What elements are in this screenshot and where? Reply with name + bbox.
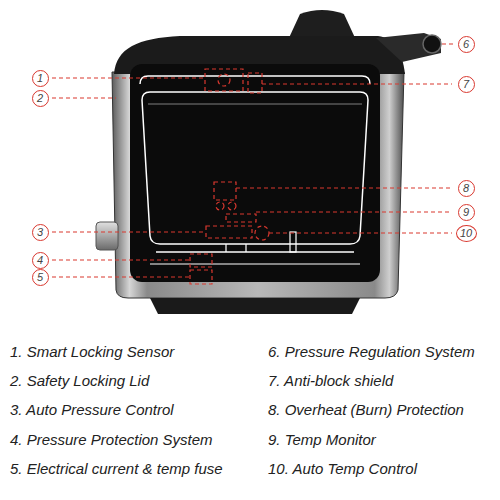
- callout-circle: 2: [32, 90, 49, 107]
- callout-number: 10: [460, 228, 472, 239]
- part-marker: [216, 202, 224, 210]
- leader-line: [52, 231, 206, 232]
- part-name: 10. Auto Temp Control: [268, 460, 417, 479]
- callout-circle: 7: [458, 76, 475, 93]
- callout-circle: 3: [32, 224, 49, 241]
- callout-number: 7: [463, 79, 469, 90]
- callout-number: 8: [463, 183, 469, 194]
- callout-number: 6: [463, 39, 469, 50]
- part-marker: [205, 69, 243, 91]
- cutaway-window: [130, 64, 380, 282]
- part-marker: [248, 73, 262, 93]
- callout-circle: 9: [458, 204, 475, 221]
- part-name: 3. Auto Pressure Control: [10, 401, 174, 420]
- callout-number: 9: [463, 207, 469, 218]
- callout-number: 5: [37, 272, 43, 283]
- part-marker: [214, 182, 236, 200]
- callout-circle: 8: [458, 180, 475, 197]
- part-name: 1. Smart Locking Sensor: [10, 343, 174, 362]
- part-marker: [228, 202, 236, 210]
- leader-line: [52, 97, 116, 98]
- part-name: 4. Pressure Protection System: [10, 431, 213, 450]
- part-marker: [190, 270, 212, 284]
- leader-line: [52, 77, 205, 78]
- callout-number: 2: [37, 93, 43, 104]
- leader-line: [442, 43, 453, 44]
- part-name: 5. Electrical current & temp fuse: [10, 460, 223, 479]
- leader-line: [269, 232, 452, 233]
- part-marker: [190, 254, 212, 267]
- callout-circle: 6: [458, 36, 475, 53]
- part-name: 9. Temp Monitor: [268, 431, 376, 450]
- callout-number: 4: [37, 255, 43, 266]
- lid-inner-line: [140, 76, 370, 84]
- inner-pot: [142, 92, 368, 244]
- leader-lines: [52, 44, 453, 277]
- part-name: 7. Anti-block shield: [268, 372, 393, 391]
- leader-line: [52, 276, 190, 277]
- callout-circle: 1: [32, 70, 49, 87]
- lid-handle: [288, 10, 356, 40]
- callout-circle: 5: [32, 269, 49, 286]
- pot-rim: [148, 104, 362, 105]
- part-name: 8. Overheat (Burn) Protection: [268, 401, 464, 420]
- leader-line: [52, 259, 190, 260]
- part-markers: [190, 69, 269, 284]
- part-name: 6. Pressure Regulation System: [268, 343, 475, 362]
- leader-line: [256, 211, 452, 212]
- part-marker: [218, 74, 230, 86]
- leader-line: [262, 83, 452, 84]
- temp-sensor: [290, 232, 296, 252]
- side-knob: [96, 222, 118, 250]
- cooker-base: [150, 298, 360, 314]
- callout-number: 1: [37, 73, 43, 84]
- pressure-valve: [423, 35, 441, 53]
- part-name: 2. Safety Locking Lid: [10, 372, 149, 391]
- callout-circle: 4: [32, 252, 49, 269]
- part-marker: [226, 214, 256, 222]
- part-marker: [255, 226, 269, 240]
- leader-line: [236, 187, 452, 188]
- callout-circle: 10: [456, 225, 477, 242]
- part-marker: [206, 226, 252, 238]
- housing-bottom: [150, 264, 360, 265]
- heating-plate: [156, 251, 354, 253]
- valve-arm: [376, 33, 441, 62]
- heating-element: [226, 244, 246, 252]
- callout-number: 3: [37, 227, 43, 238]
